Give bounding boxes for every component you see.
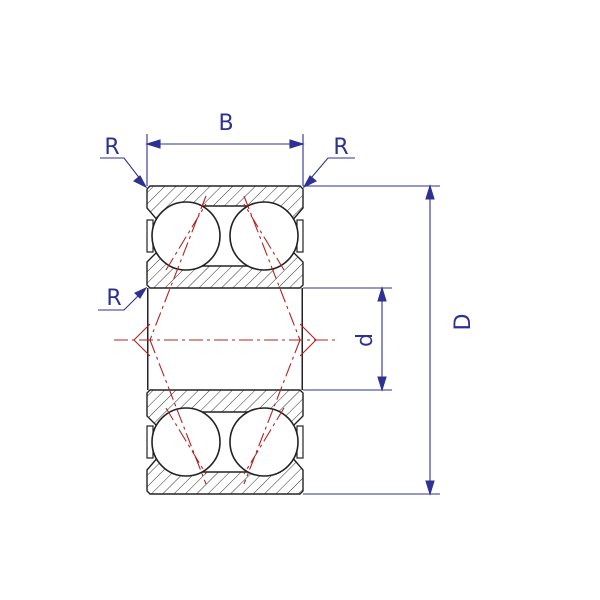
centerlines [114,195,336,485]
ball-top-left [151,201,221,271]
upper-section [146,185,304,289]
radius-label-top-right: R [333,135,348,160]
bore-arrow-top [377,286,387,302]
contact-line-6 [243,203,285,271]
width-label: B [218,111,233,136]
contact-line-4 [243,339,301,485]
r-leader-top-right [305,157,355,185]
lower-section [146,389,304,495]
bore-arrow-bottom [377,376,387,392]
dimension-lines [98,134,440,496]
contact-line-8 [243,407,285,475]
d-outer-arrow-top [425,184,435,200]
r-arrow-top-left [133,175,148,189]
axis-chevron-right [299,323,317,357]
contact-line-5 [165,203,207,271]
contact-line-7 [165,407,207,475]
bore-label: d [353,333,378,347]
bore-right-edge [301,288,303,390]
radius-label-inner: R [106,286,121,311]
r-arrow-top-right [302,175,317,189]
r-arrow-inner [134,286,148,299]
ball-bottom-right [229,407,299,477]
b-arrow-left [145,139,161,149]
b-arrow-right [289,139,305,149]
bore-left-edge [147,288,149,390]
r-leader-top-left [100,157,145,185]
r-leader-inner [98,289,145,311]
ball-bottom-left [151,407,221,477]
outer-diameter-label: D [451,314,476,331]
d-outer-arrow-bottom [425,480,435,496]
radius-label-top-left: R [104,135,119,160]
ball-top-right [229,201,299,271]
contact-line-3 [149,339,207,485]
axis-chevron-left [133,323,151,357]
